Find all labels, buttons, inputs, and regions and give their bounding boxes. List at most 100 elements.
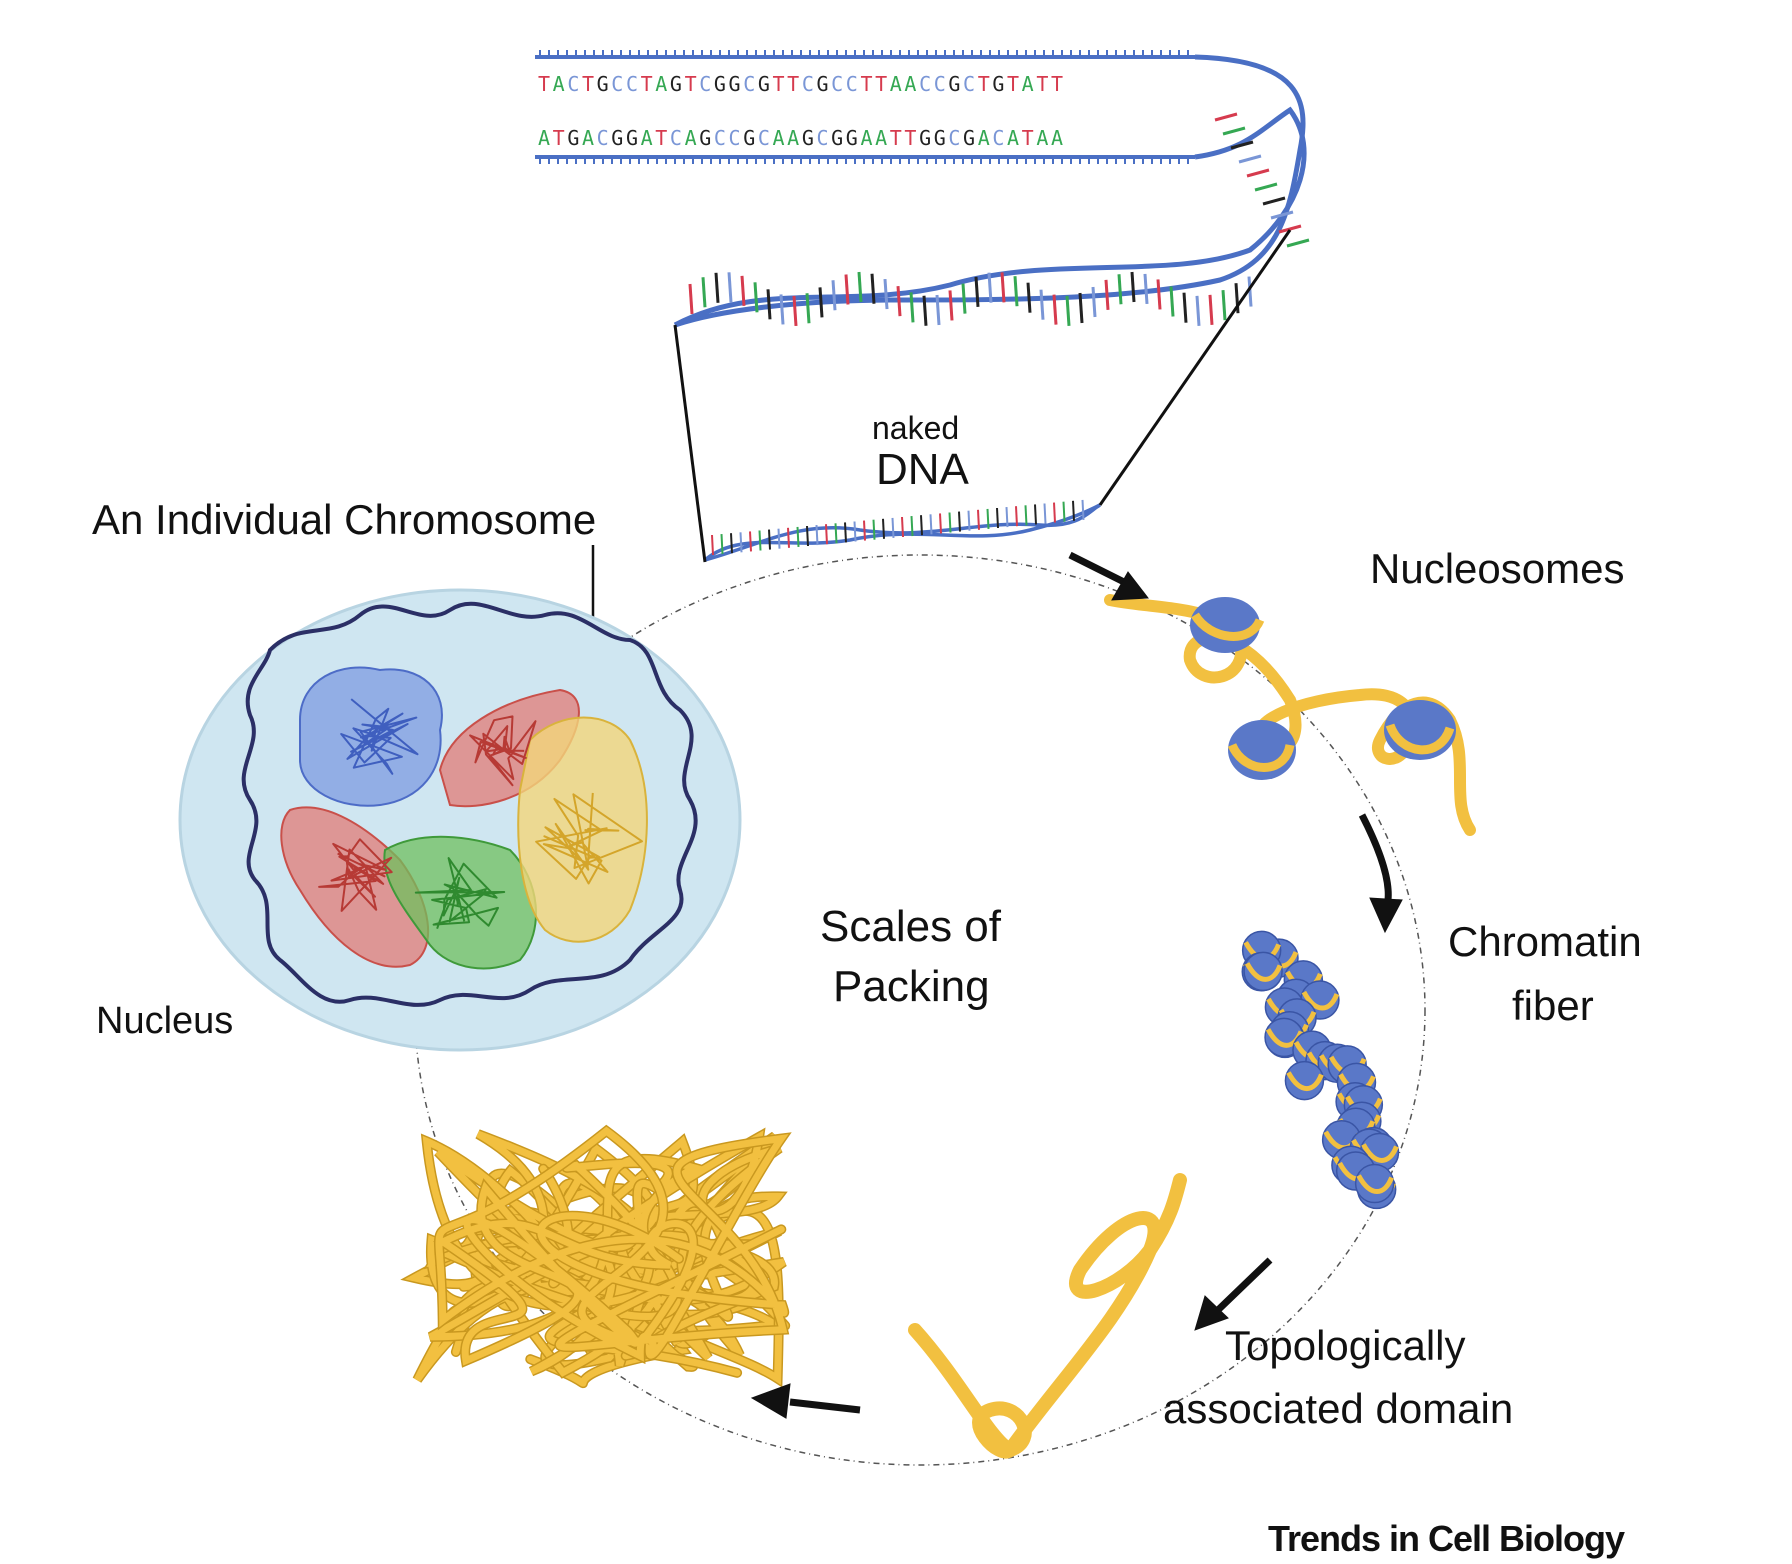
nucleosomes-illustration bbox=[1104, 594, 1476, 836]
base-letter: G bbox=[669, 72, 685, 96]
arrowhead-4 bbox=[750, 1383, 791, 1419]
base-letter: C bbox=[728, 126, 744, 150]
base-letter: G bbox=[625, 126, 641, 150]
base-letter: T bbox=[904, 126, 920, 150]
label-tad-line1: Topologically bbox=[1225, 1322, 1466, 1369]
label-chromatin-fiber-line1: Chromatin bbox=[1448, 918, 1642, 965]
chromatin-fiber-illustration bbox=[1241, 930, 1400, 1210]
base-letter: G bbox=[992, 72, 1007, 96]
base-letter: G bbox=[757, 72, 773, 96]
base-letter: A bbox=[640, 126, 656, 150]
zoom-line-right bbox=[1098, 229, 1292, 506]
label-naked: naked bbox=[872, 410, 960, 446]
base-letter: G bbox=[713, 72, 729, 96]
label-individual-chromosome: An Individual Chromosome bbox=[92, 496, 597, 543]
base-letter: C bbox=[919, 72, 934, 96]
base-letter: T bbox=[581, 72, 597, 96]
arrowhead-3 bbox=[1194, 1295, 1229, 1331]
chromosome-tangle-illustration bbox=[400, 1124, 792, 1389]
chromosome-tangles bbox=[318, 698, 643, 930]
zoom-line-left bbox=[673, 324, 707, 563]
ladder-ticks bbox=[539, 50, 1189, 164]
base-letter: C bbox=[625, 72, 641, 96]
base-letter: G bbox=[567, 126, 582, 150]
base-letter: A bbox=[977, 126, 993, 150]
base-letter: G bbox=[919, 126, 934, 150]
journal-credit: Trends in Cell Biology bbox=[1268, 1518, 1625, 1559]
base-letter: C bbox=[801, 72, 817, 96]
base-letter: T bbox=[787, 72, 802, 96]
base-letter: C bbox=[743, 72, 758, 96]
base-letter: G bbox=[743, 126, 758, 150]
base-letter: C bbox=[963, 72, 978, 96]
nucleus-illustration bbox=[178, 588, 742, 1052]
base-letter: A bbox=[552, 72, 568, 96]
base-letter: T bbox=[552, 126, 568, 150]
label-nucleosomes: Nucleosomes bbox=[1370, 545, 1625, 592]
dna-double-helix bbox=[535, 50, 1310, 562]
base-letter: A bbox=[1036, 126, 1051, 150]
base-letter: A bbox=[684, 126, 700, 150]
base-letter: C bbox=[699, 72, 714, 96]
base-letter: G bbox=[728, 72, 744, 96]
arrow-nucleosomes-to-fiber bbox=[1358, 813, 1392, 901]
base-letter: A bbox=[772, 126, 788, 150]
arrow-fiber-to-tad bbox=[1215, 1257, 1273, 1313]
base-letter: T bbox=[860, 72, 876, 96]
base-letter: T bbox=[1036, 72, 1051, 96]
base-letter: A bbox=[860, 126, 876, 150]
base-letter: T bbox=[875, 72, 890, 96]
base-letter: T bbox=[1021, 126, 1037, 150]
base-letter: C bbox=[992, 126, 1007, 150]
dna-sequence-top: TACTGCCTAGTCGGCGTTCGCCTTAACCGCTGTATT bbox=[538, 72, 1066, 96]
base-letter: A bbox=[787, 126, 802, 150]
small-helix-rungs bbox=[711, 499, 1085, 556]
base-letter: C bbox=[831, 72, 846, 96]
base-letter: A bbox=[1007, 126, 1022, 150]
base-letter: A bbox=[655, 72, 670, 96]
base-letter: T bbox=[1050, 72, 1066, 96]
base-letter: T bbox=[977, 72, 993, 96]
base-letter: C bbox=[669, 126, 685, 150]
base-letter: C bbox=[816, 126, 832, 150]
packing-cycle-path bbox=[414, 554, 1426, 1466]
base-letter: A bbox=[889, 72, 905, 96]
base-letter: C bbox=[757, 126, 773, 150]
base-letter: A bbox=[581, 126, 597, 150]
base-letter: G bbox=[845, 126, 861, 150]
base-letter: G bbox=[831, 126, 846, 150]
base-letter: A bbox=[538, 126, 553, 150]
label-tad-line2: associated domain bbox=[1163, 1385, 1514, 1432]
base-letter: A bbox=[875, 126, 890, 150]
base-letter: C bbox=[611, 72, 626, 96]
label-chromatin-fiber-line2: fiber bbox=[1512, 982, 1594, 1029]
base-letter: T bbox=[772, 72, 788, 96]
base-letter: T bbox=[889, 126, 905, 150]
base-letter: T bbox=[538, 72, 553, 96]
cycle-arrows bbox=[750, 551, 1403, 1419]
dna-sequence-bottom: ATGACGGATCAGCCGCAAGCGGAATTGGCGACATAA bbox=[538, 126, 1066, 150]
base-letter: G bbox=[611, 126, 626, 150]
label-dna: DNA bbox=[876, 445, 969, 494]
base-letter: G bbox=[699, 126, 714, 150]
base-letter: G bbox=[801, 126, 817, 150]
base-letter: C bbox=[567, 72, 582, 96]
base-letter: C bbox=[933, 72, 949, 96]
base-letter: C bbox=[948, 126, 964, 150]
base-letter: T bbox=[655, 126, 670, 150]
base-letter: A bbox=[1050, 126, 1066, 150]
arrowhead-1 bbox=[1111, 571, 1149, 601]
label-scales-line1: Scales of bbox=[820, 902, 1001, 951]
base-letter: T bbox=[640, 72, 656, 96]
arrowhead-2 bbox=[1369, 897, 1403, 934]
base-letter: T bbox=[1007, 72, 1022, 96]
base-letter: T bbox=[684, 72, 700, 96]
label-nucleus: Nucleus bbox=[96, 1000, 234, 1042]
arrow-tad-to-chromosome bbox=[789, 1398, 861, 1414]
base-letter: G bbox=[948, 72, 964, 96]
base-letter: A bbox=[904, 72, 920, 96]
base-letter: C bbox=[596, 126, 612, 150]
base-letter: G bbox=[933, 126, 949, 150]
